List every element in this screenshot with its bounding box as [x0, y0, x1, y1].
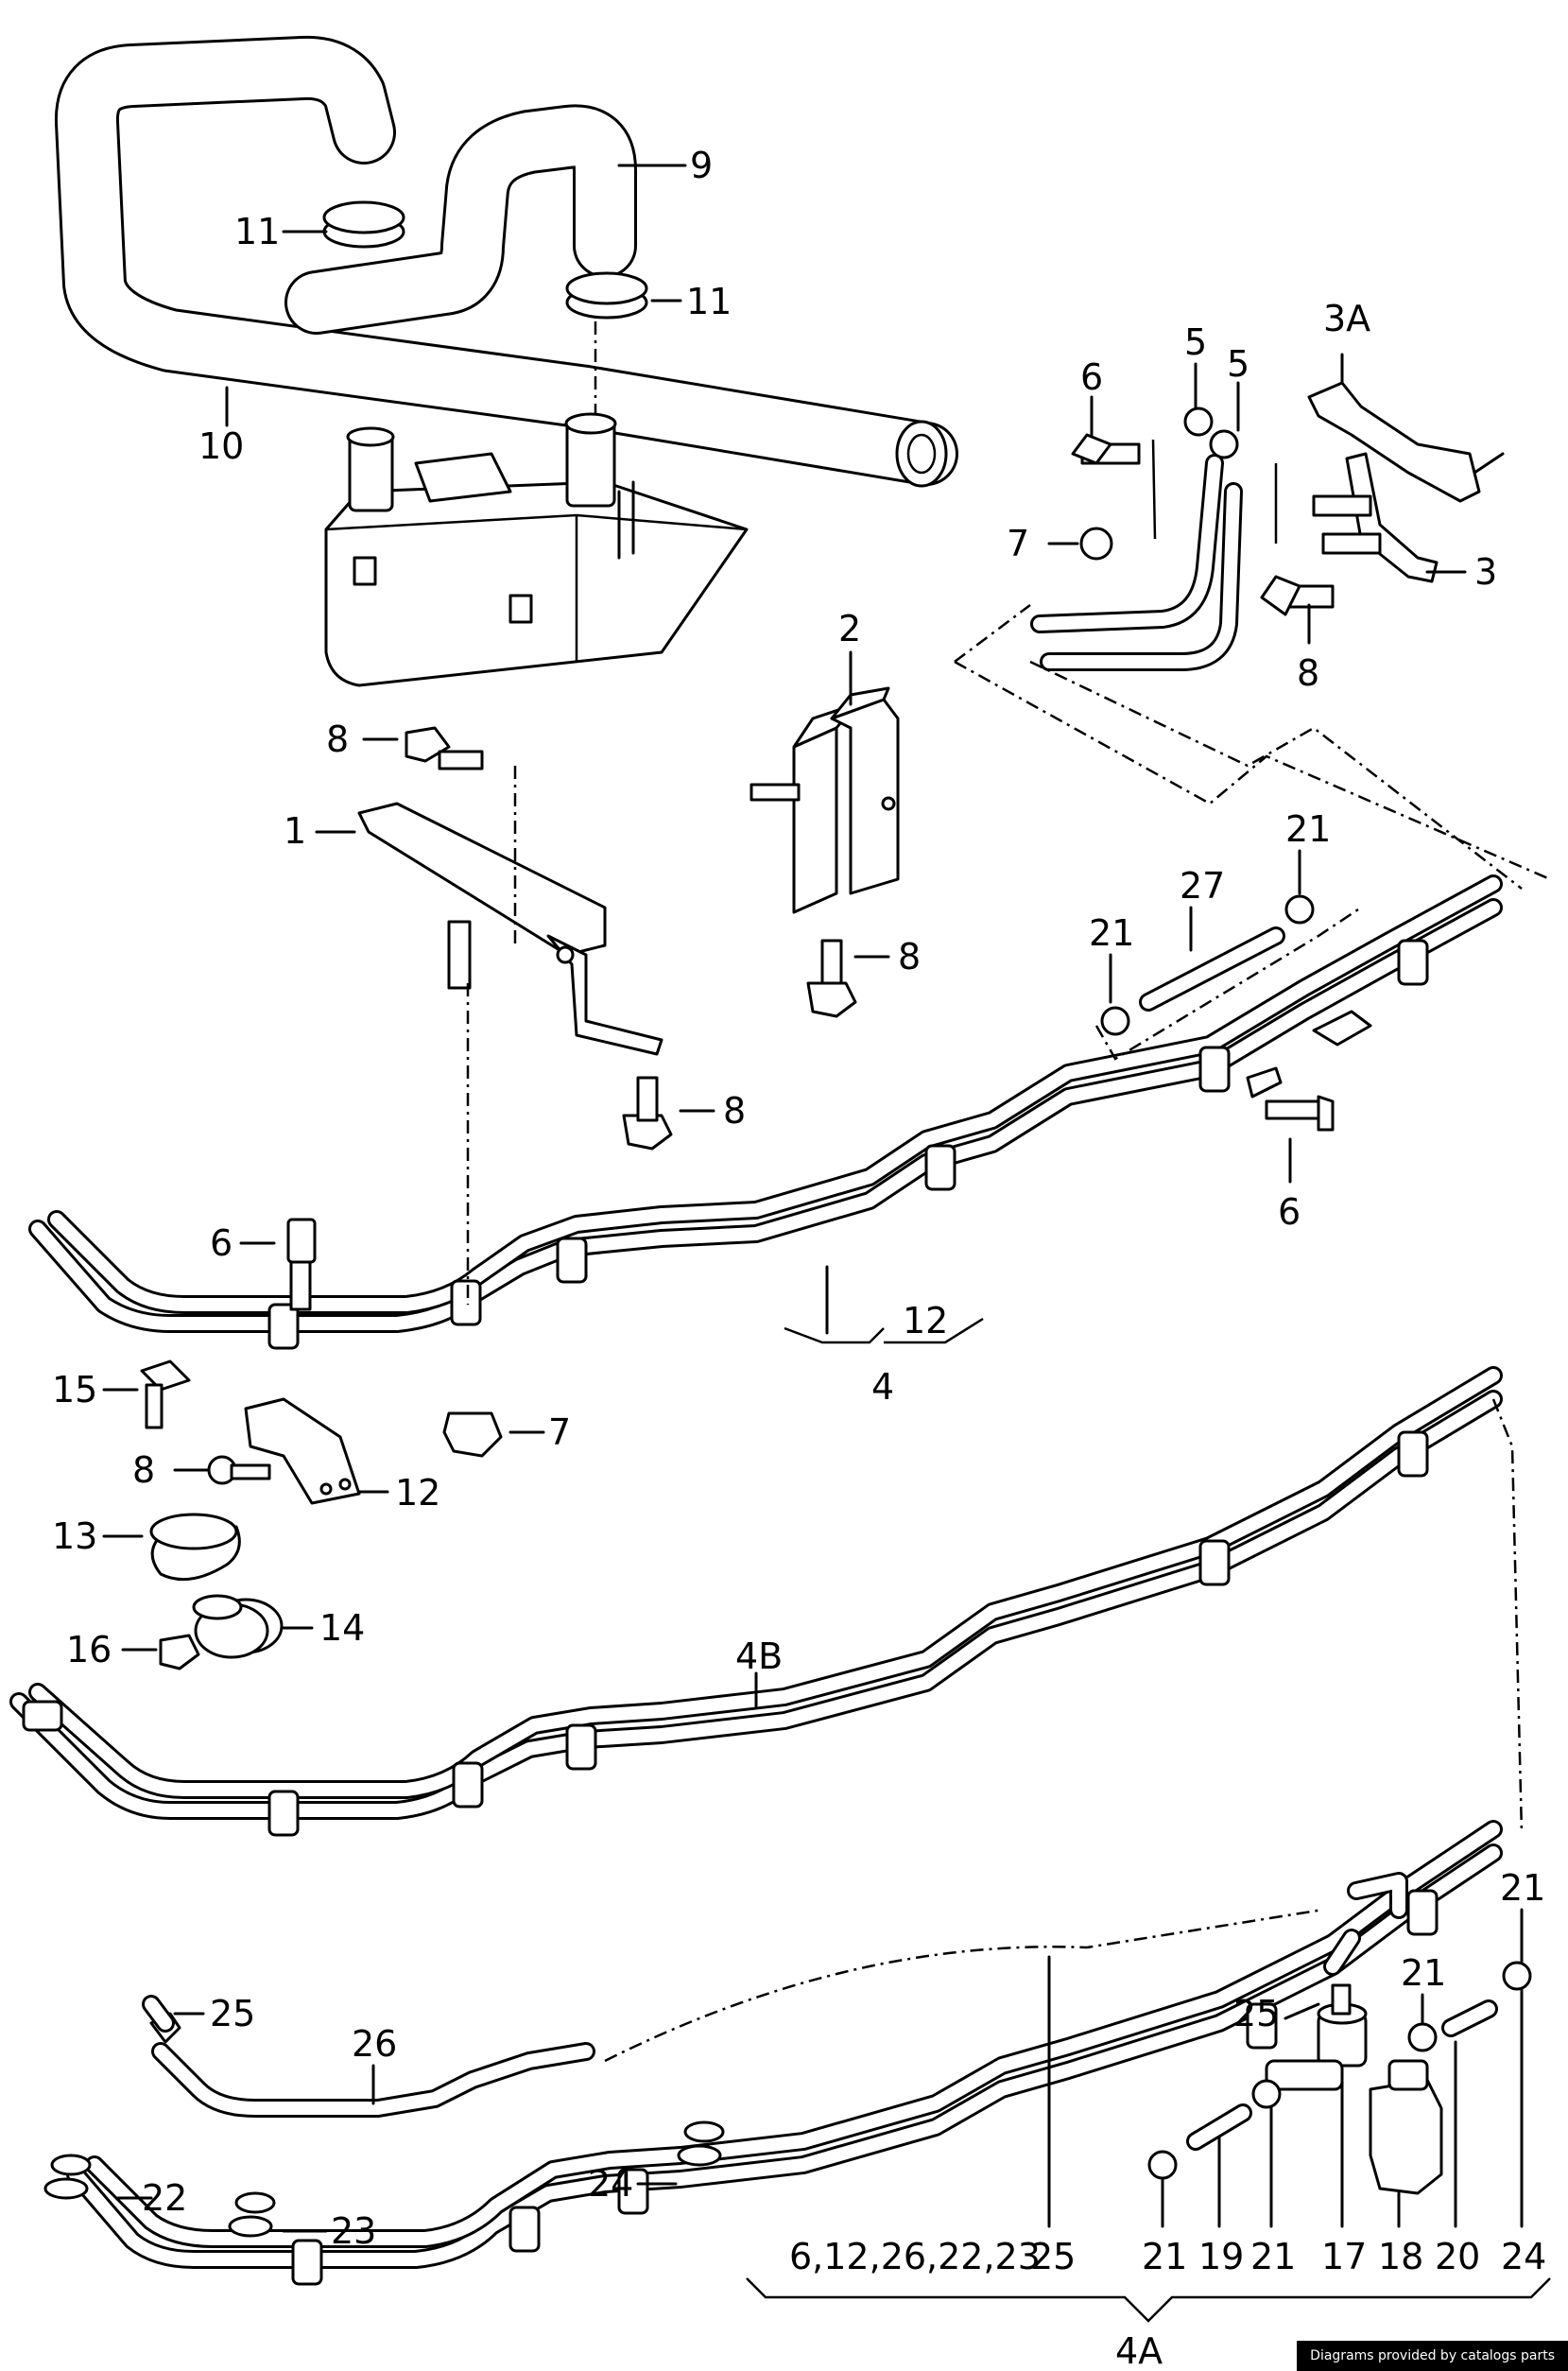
filter-17: [1265, 1983, 1368, 2091]
bracket-3a: [1307, 381, 1505, 503]
label-9: 9: [690, 145, 713, 186]
bracket-2: [750, 686, 900, 914]
bolt-8-b2: [622, 1076, 673, 1151]
label-25-left: 25: [210, 1993, 255, 2034]
label-21-top-right: 21: [1285, 808, 1331, 850]
hose-clamp-11-right: [565, 271, 648, 320]
label-6-right: 6: [1278, 1191, 1301, 1233]
bracket-12: [244, 1397, 361, 1505]
label-24-bottom: 24: [1501, 2236, 1546, 2277]
bolt-6-right: [1265, 1095, 1335, 1132]
hose-20: [1441, 1999, 1498, 2037]
label-24-left: 24: [588, 2163, 633, 2205]
label-5-a: 5: [1184, 321, 1207, 363]
nut-16: [159, 1634, 200, 1670]
label-21-right: 21: [1500, 1867, 1545, 1909]
bolt-8-b1: [405, 726, 484, 770]
bolt-15: [140, 1359, 191, 1429]
clip-23: [228, 2191, 276, 2238]
label-21-top-left: 21: [1089, 912, 1134, 954]
label-23: 23: [331, 2210, 376, 2252]
label-22: 22: [142, 2177, 187, 2219]
label-4a: 4A: [1115, 2330, 1163, 2371]
label-15: 15: [52, 1369, 97, 1410]
label-8-bracket2: 8: [898, 936, 921, 978]
pipe-assembly-4: [28, 874, 1503, 1350]
clip-24: [677, 2120, 725, 2167]
clip-13: [149, 1513, 241, 1582]
label-26: 26: [352, 2023, 397, 2065]
credit-badge: Diagrams provided by catalogs parts: [1297, 2341, 1568, 2371]
label-3: 3: [1474, 551, 1497, 593]
clip-14: [192, 1594, 284, 1659]
label-14: 14: [319, 1607, 365, 1649]
label-group-4a-parts: 6,12,26,22,23: [789, 2236, 1041, 2277]
label-6-left: 6: [210, 1222, 233, 1264]
valve-18: [1369, 2059, 1443, 2195]
label-7-top: 7: [1007, 523, 1029, 564]
label-12-bracket: 12: [395, 1472, 440, 1514]
clamps-21: [1147, 1961, 1532, 2180]
label-8-bracket1-top: 8: [326, 718, 349, 760]
nut-7-left: [442, 1411, 503, 1458]
part-labels: 9 11 11 10 6 5 5 3A 7 3 8 2 8 1 8 8 27 2…: [52, 145, 1546, 2371]
label-13: 13: [52, 1515, 97, 1557]
label-8-bracket1-bottom: 8: [723, 1090, 746, 1132]
label-11-left: 11: [234, 211, 280, 252]
label-21-mid: 21: [1401, 1952, 1446, 1994]
label-10: 10: [198, 425, 244, 467]
label-21-b1: 21: [1142, 2236, 1187, 2277]
label-4: 4: [871, 1366, 894, 1408]
label-19: 19: [1198, 2236, 1244, 2277]
label-6-top: 6: [1080, 356, 1103, 398]
bolt-6-left: [286, 1218, 317, 1311]
label-25-bottom: 25: [1030, 2236, 1076, 2277]
label-21-b2: 21: [1250, 2236, 1296, 2277]
label-11-right: 11: [686, 281, 732, 322]
bolt-8-left: [207, 1455, 271, 1485]
oil-cooler: [324, 412, 749, 687]
hose-clamp-11-left: [322, 200, 405, 249]
label-2: 2: [838, 608, 861, 649]
coolant-hose: [54, 35, 958, 488]
label-8-top-right: 8: [1297, 652, 1319, 694]
pipe-assembly-4b: [9, 1366, 1503, 1837]
label-27: 27: [1180, 865, 1225, 907]
label-7-left: 7: [548, 1411, 571, 1453]
label-20: 20: [1435, 2236, 1480, 2277]
small-bolts-top: [1071, 407, 1382, 616]
clip-22: [43, 2154, 92, 2200]
leader-lines: [102, 164, 1551, 2323]
bolt-8-b3: [806, 939, 857, 1018]
label-3a: 3A: [1323, 298, 1370, 339]
bracket-1: [357, 802, 663, 1056]
hose-25-small: [1323, 1872, 1408, 1976]
label-25-right: 25: [1233, 1993, 1279, 2034]
hose-19: [1186, 2103, 1252, 2151]
hose-25-left: [142, 1995, 175, 2033]
pipe-assembly-4a: [66, 1820, 1503, 2286]
label-16: 16: [66, 1629, 112, 1670]
label-4b: 4B: [735, 1635, 783, 1677]
label-18: 18: [1378, 2236, 1423, 2277]
pipe-27-with-clamps: [1094, 894, 1362, 1061]
label-8-left: 8: [132, 1449, 155, 1491]
label-5-b: 5: [1227, 343, 1249, 385]
label-12-assembly: 12: [903, 1300, 948, 1341]
label-17: 17: [1321, 2236, 1367, 2277]
label-1: 1: [284, 810, 306, 852]
